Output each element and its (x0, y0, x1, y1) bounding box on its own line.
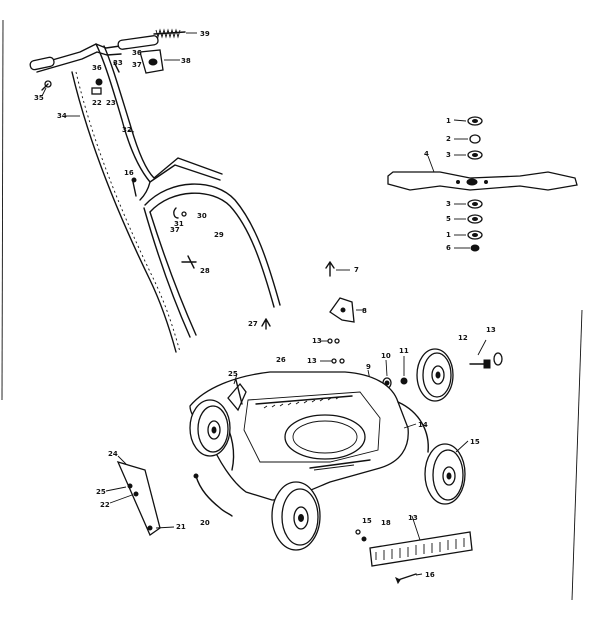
callout-c21: 21 (176, 523, 186, 531)
rear-wheel-right (416, 348, 454, 402)
callout-c6: 6 (446, 244, 451, 252)
callout-c39: 39 (200, 30, 210, 38)
callout-c28: 28 (200, 267, 210, 275)
callout-c13c: 13 (307, 357, 317, 365)
callout-c32: 32 (122, 126, 132, 134)
bracket-7-bolt (325, 261, 350, 277)
callout-c38: 38 (181, 57, 191, 65)
front-wheel-left-lower (271, 481, 321, 551)
spring-39 (153, 28, 197, 39)
callout-c13: 13 (486, 326, 496, 334)
callout-c22: 22 (92, 99, 102, 107)
callout-c10: 10 (381, 352, 391, 360)
callout-c33: 33 (113, 59, 123, 67)
wheel-bolt-12 (469, 339, 503, 369)
control-bracket-38 (139, 49, 180, 74)
callout-c30: 30 (197, 212, 207, 220)
blade-washers (467, 116, 483, 252)
callout-c1: 1 (446, 117, 451, 125)
grass-deflector-plate-24 (116, 460, 161, 536)
callout-c3: 3 (446, 151, 451, 159)
small-hardware-handle (41, 61, 271, 330)
callout-c14: 14 (418, 421, 428, 429)
callout-c5: 5 (446, 215, 451, 223)
callout-c9: 9 (366, 363, 371, 371)
callout-c36b: 36 (132, 49, 142, 57)
callout-c25b: 25 (228, 370, 238, 378)
callout-c18: 18 (381, 519, 391, 527)
callout-c3b: 3 (446, 200, 451, 208)
bolt-set-13 (320, 338, 345, 364)
callout-c25: 25 (96, 488, 106, 496)
left-margin-line (1, 19, 4, 401)
callout-c26: 26 (276, 356, 286, 364)
rear-wheel-deck-right (424, 443, 466, 505)
callout-c13b: 13 (312, 337, 322, 345)
callout-c35: 35 (34, 94, 44, 102)
spring-rod-20 (193, 473, 233, 517)
callout-c34: 34 (57, 112, 67, 120)
callout-c11: 11 (399, 347, 409, 355)
callout-labels: 1 2 3 4 3 5 1 6 7 8 9 10 11 12 13 13 13 … (34, 30, 496, 579)
callout-c37b: 37 (170, 226, 180, 234)
callout-c29: 29 (214, 231, 224, 239)
callout-c4: 4 (424, 150, 429, 158)
lower-handle-29 (143, 183, 281, 338)
leader-lines (41, 87, 470, 576)
bracket-8 (329, 297, 366, 323)
callout-c37: 37 (132, 61, 142, 69)
callout-c2: 2 (446, 135, 451, 143)
upper-handle-33 (95, 43, 223, 201)
callout-c24: 24 (108, 450, 118, 458)
callout-c23: 23 (106, 99, 116, 107)
height-adjuster-25 (227, 379, 247, 412)
callout-c7: 7 (354, 266, 359, 274)
callout-c16: 16 (124, 169, 134, 177)
callout-c22b: 22 (100, 501, 110, 509)
callout-c31: 31 (174, 220, 184, 228)
front-wheel-left-upper (189, 399, 231, 457)
mower-deck-14 (189, 371, 429, 501)
callout-c16b: 16 (425, 571, 435, 579)
blade-4 (387, 171, 578, 191)
callout-c27: 27 (248, 320, 258, 328)
callout-c8: 8 (362, 307, 367, 315)
callout-c20: 20 (200, 519, 210, 527)
callout-c36: 36 (92, 64, 102, 72)
callout-c1b: 1 (446, 231, 451, 239)
right-margin-line (571, 309, 583, 601)
callout-c15: 15 (470, 438, 480, 446)
callout-c15b: 15 (362, 517, 372, 525)
rear-shield-13 (355, 529, 473, 567)
callout-c12: 12 (458, 334, 468, 342)
callout-c13d: 13 (408, 514, 418, 522)
bolt-16 (395, 573, 417, 585)
control-rod-34 (71, 71, 181, 353)
